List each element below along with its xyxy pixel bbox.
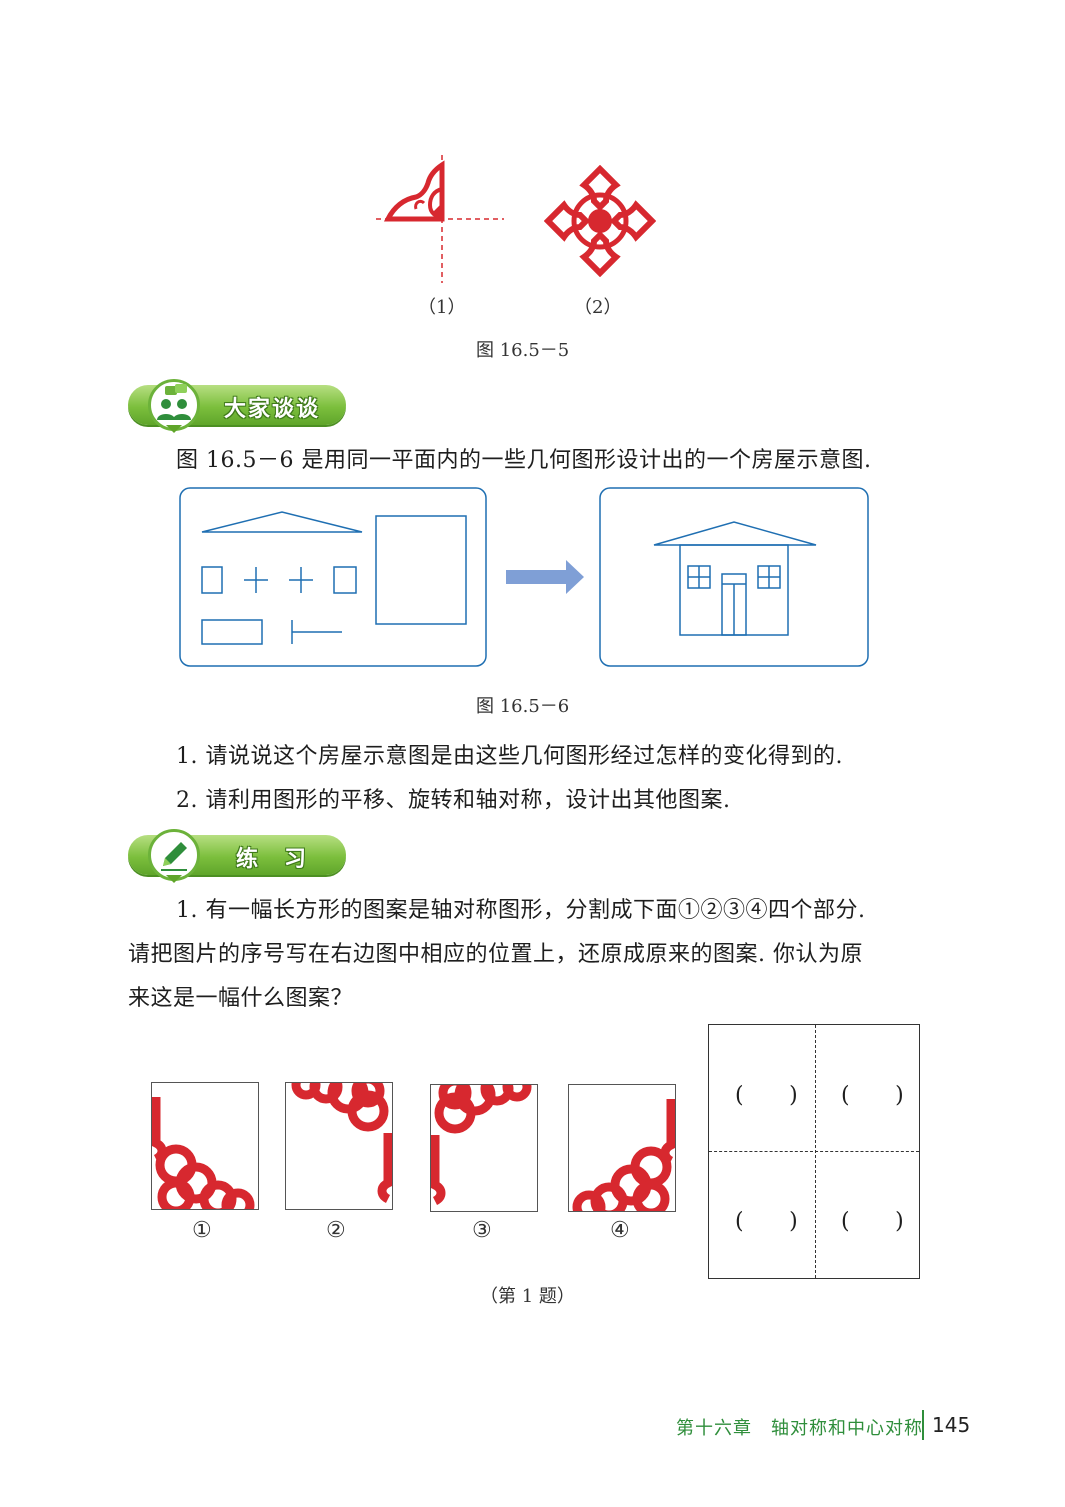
transform-arrow [506,560,584,594]
exercise-text-line-3: 来这是一幅什么图案？ [128,986,354,1011]
knot-piece-2 [285,1082,393,1210]
knot-piece-4 [568,1084,676,1212]
answer-blank-top-right[interactable]: ( ) [841,1083,905,1108]
piece-label-2: ② [326,1218,346,1243]
house-roof [653,521,817,546]
shape-wide-rect [201,619,263,645]
answer-grid: ( ) ( ) ( ) ( ) [708,1024,920,1279]
exercise-banner: 练 习 [128,829,346,883]
shape-triangle [201,511,363,533]
figure-16-5-5-caption: 图 16.5－5 [476,340,570,361]
shapes-panel [179,487,487,667]
discussion-question-2: 2. 请利用图形的平移、旋转和轴对称，设计出其他图案. [176,788,731,813]
chinese-knot-corner-image [572,1099,675,1211]
exercise-caption: （第 1 题） [480,1286,575,1307]
shape-small-square-2 [333,566,357,594]
exercise-banner-label: 练 习 [236,847,309,872]
page-number: 145 [932,1413,971,1437]
piece-label-3: ③ [472,1218,492,1243]
answer-blank-top-left[interactable]: ( ) [735,1083,799,1108]
banner-pointer [166,875,182,883]
people-talk-icon [148,379,200,431]
shape-large-rect [375,515,467,625]
banner-pointer [166,425,182,433]
piece-label-4: ④ [610,1218,630,1243]
exercise-text-line-1: 1. 有一幅长方形的图案是轴对称图形，分割成下面①②③④四个部分. [176,898,866,923]
discussion-banner-label: 大家谈谈 [224,397,321,422]
answer-blank-bottom-left[interactable]: ( ) [735,1209,799,1234]
chinese-knot-corner-image [152,1097,255,1209]
footer-chapter-title: 第十六章 轴对称和中心对称 [676,1418,923,1439]
figure-16-5-6 [179,487,869,667]
house-panel [599,487,869,667]
figure-16-5-5-sub1-label: （1） [418,297,466,318]
discussion-question-1: 1. 请说说这个房屋示意图是由这些几何图形经过怎样的变化得到的. [176,744,843,769]
figure-16-5-5-sub2-label: （2） [574,297,622,318]
knot-piece-3 [430,1084,538,1212]
figure-16-5-5-part2 [544,165,656,277]
answer-blank-bottom-right[interactable]: ( ) [841,1209,905,1234]
discussion-banner: 大家谈谈 [128,379,346,433]
chinese-knot-corner-image [291,1083,392,1204]
piece-label-1: ① [192,1218,212,1243]
chinese-knot-corner-image [431,1085,532,1206]
knot-piece-1 [151,1082,259,1210]
figure-16-5-5-part1 [376,155,504,283]
discussion-intro: 图 16.5－6 是用同一平面内的一些几何图形设计出的一个房屋示意图. [176,448,872,473]
exercise-text-line-2: 请把图片的序号写在右边图中相应的位置上，还原成原来的图案. 你认为原 [128,942,863,967]
shape-small-square-1 [201,566,223,594]
pencil-icon [148,829,200,881]
grid-divider-horizontal [709,1151,919,1152]
figure-16-5-6-caption: 图 16.5－6 [476,696,570,717]
footer-divider [922,1410,924,1440]
